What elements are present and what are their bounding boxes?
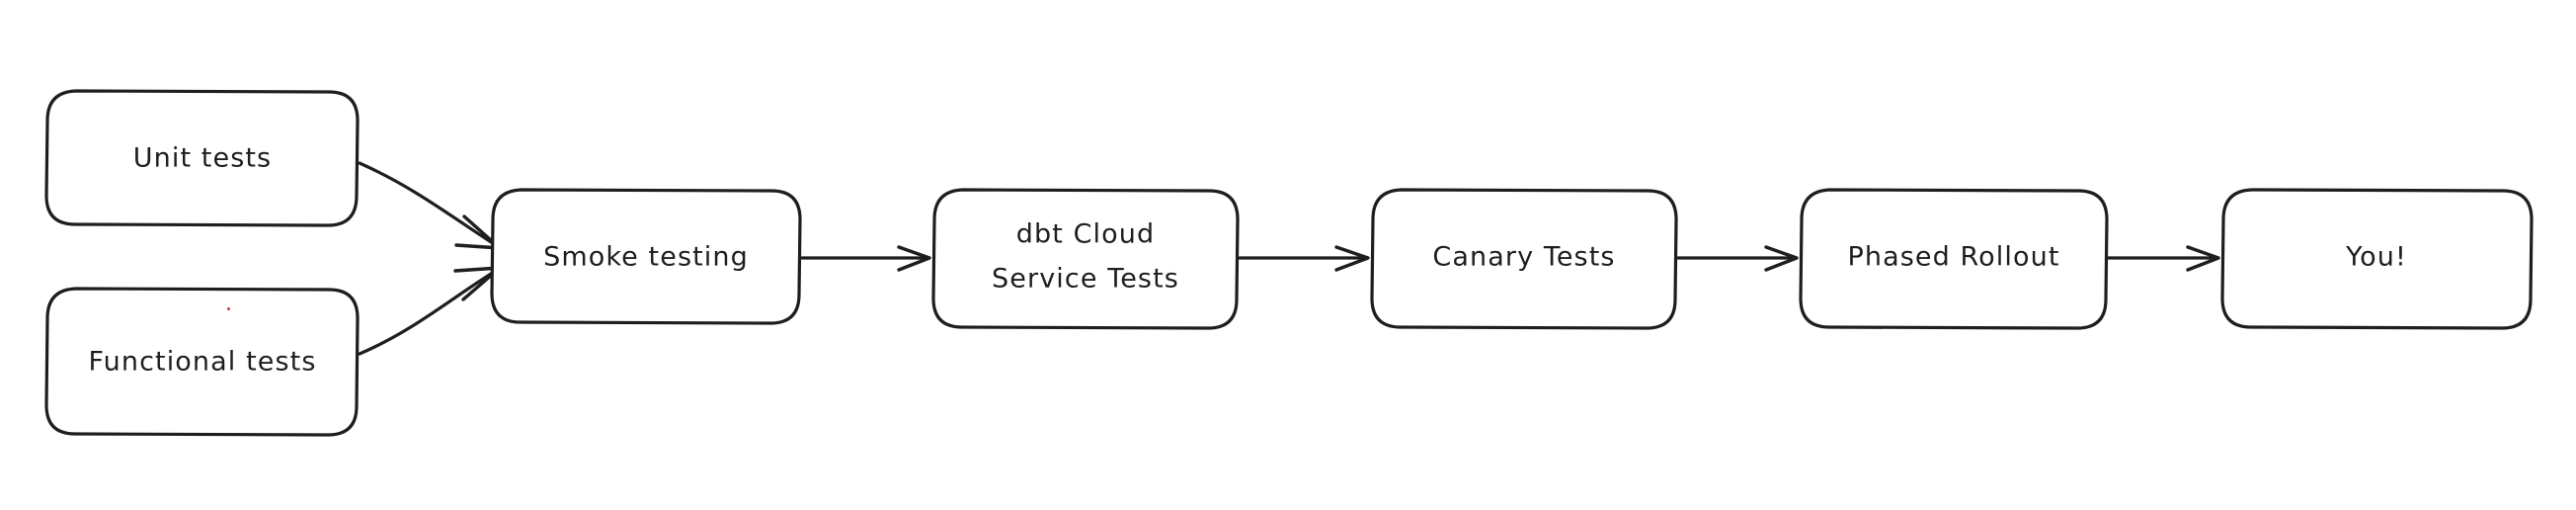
node-label-you: You! [2345, 242, 2407, 273]
node-label-phased-rollout: Phased Rollout [1847, 242, 2059, 273]
node-phased-rollout[interactable]: Phased Rollout [1799, 188, 2109, 330]
node-label-smoke-testing: Smoke testing [543, 242, 749, 273]
node-unit-tests[interactable]: Unit tests [44, 89, 360, 227]
node-dbt-cloud-service-tests[interactable]: dbt Cloud Service Tests [931, 188, 1240, 330]
edge-dbt-to-canary [1238, 245, 1370, 272]
edge-phased-to-you [2107, 245, 2220, 272]
node-label-dbt-cloud-line2: Service Tests [992, 264, 1179, 295]
node-label-dbt-cloud-line1: dbt Cloud [1016, 219, 1155, 250]
node-label-unit-tests: Unit tests [133, 143, 272, 174]
node-canary-tests[interactable]: Canary Tests [1370, 188, 1678, 330]
edge-canary-to-phased [1676, 245, 1799, 272]
node-you[interactable]: You! [2220, 188, 2534, 330]
edge-unit-to-smoke [358, 161, 502, 250]
edge-functional-to-smoke [358, 266, 502, 356]
node-smoke-testing[interactable]: Smoke testing [490, 188, 802, 325]
node-label-functional-tests: Functional tests [89, 347, 317, 378]
edge-smoke-to-dbt [800, 245, 931, 272]
node-functional-tests[interactable]: Functional tests [44, 287, 360, 437]
node-label-canary-tests: Canary Tests [1432, 242, 1615, 273]
stray-red-dot-artifact [227, 307, 230, 310]
